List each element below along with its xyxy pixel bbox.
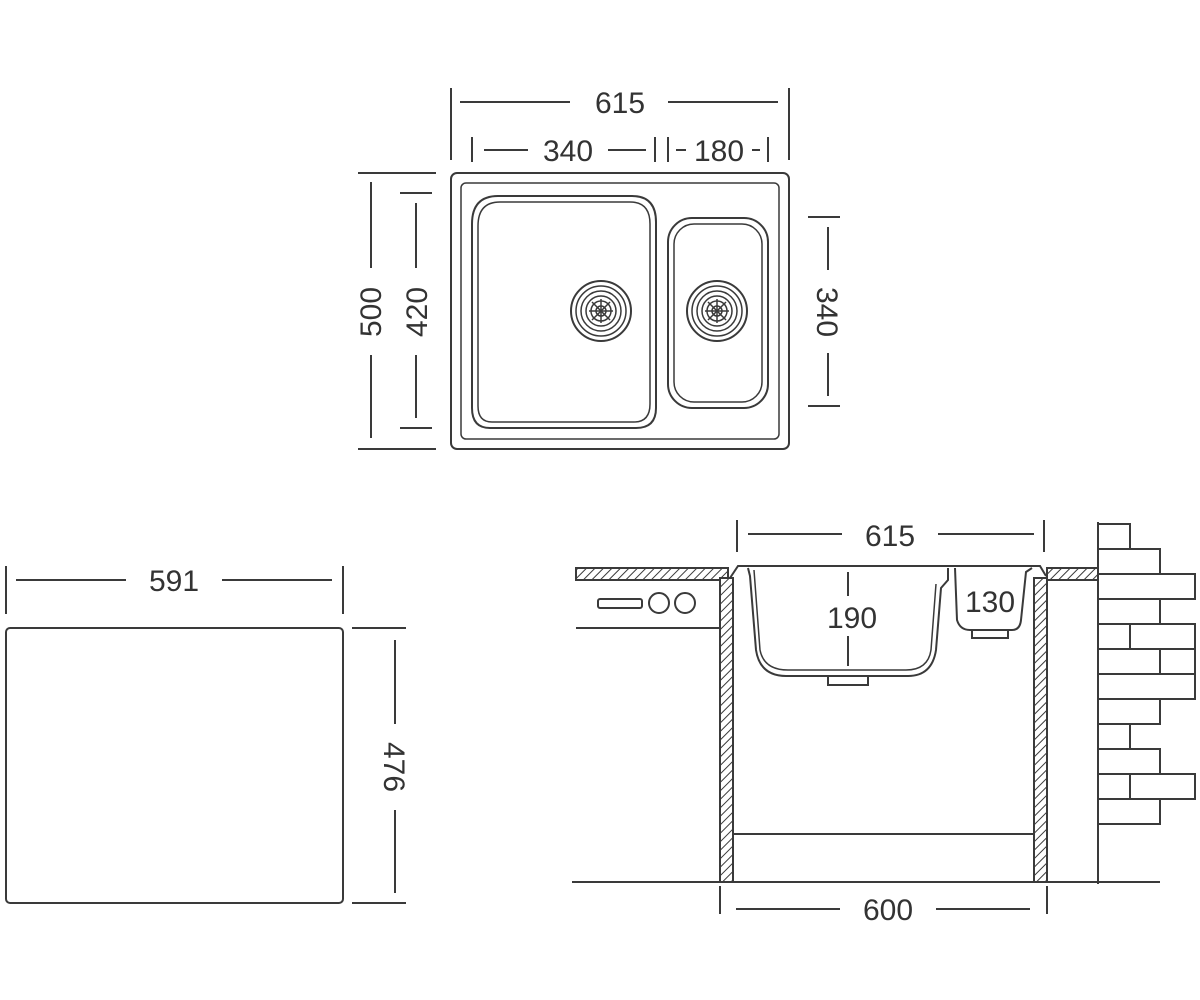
dimension-label-615-section: 615: [865, 520, 915, 553]
dimension-label-591: 591: [149, 565, 199, 598]
dimension-label-130: 130: [965, 586, 1015, 619]
cutout-rectangle: [5, 627, 344, 904]
knob-icon: [674, 592, 696, 614]
countertop-left: [575, 567, 729, 581]
dimension-small-bowl-depth: 340: [808, 216, 843, 407]
dimension-overall-width-top: 615: [450, 87, 790, 160]
dimension-label-476: 476: [377, 742, 410, 792]
dimension-label-600: 600: [863, 894, 913, 927]
knob-icon: [648, 592, 670, 614]
large-bowl: [471, 195, 657, 429]
dimension-label-500: 500: [355, 287, 388, 337]
large-bowl-waste-icon: [827, 675, 869, 686]
dimension-label-190: 190: [827, 602, 877, 635]
dimension-cabinet-width-600: 600: [719, 886, 1048, 927]
dimension-label-340-depth: 340: [810, 287, 843, 337]
sink-outer-rim: [450, 172, 790, 450]
small-bowl-inner: [673, 223, 763, 403]
dimension-cutout-depth: 476: [352, 627, 410, 904]
small-bowl-waste-icon: [971, 629, 1009, 639]
small-bowl-section: [954, 567, 1033, 631]
drawer-handle-icon: [597, 598, 643, 609]
large-bowl-inner: [477, 201, 651, 423]
large-bowl-section: [747, 567, 949, 677]
dimension-label-615-top: 615: [595, 87, 645, 120]
dimension-cutout-width: 591: [5, 565, 344, 614]
dimension-bowl-widths: 340 180: [471, 135, 769, 168]
dimension-overall-depth: 500: [355, 172, 436, 450]
sink-inner-rim: [460, 182, 780, 440]
dimension-large-bowl-depth-section: 190: [827, 572, 877, 666]
section-view: 615 190 130: [572, 520, 1196, 927]
sink-section: [729, 565, 1047, 686]
dimension-label-420: 420: [401, 287, 434, 337]
cabinet-wall-right: [1033, 577, 1048, 883]
top-view: 615 340 180 500: [355, 87, 843, 450]
dimension-small-bowl-depth-section: 130: [965, 586, 1015, 619]
dimension-section-width-615: 615: [736, 520, 1045, 553]
dimension-label-340-width: 340: [543, 135, 593, 168]
large-bowl-drain-icon: [570, 280, 632, 342]
small-bowl: [667, 217, 769, 409]
cutout-view: 591 476: [5, 565, 410, 904]
countertop-right: [1046, 567, 1099, 581]
small-bowl-drain-icon: [686, 280, 748, 342]
cabinet-wall-left: [719, 577, 734, 883]
brick-wall: [1097, 522, 1196, 884]
dimension-large-bowl-depth: 420: [400, 192, 434, 429]
dimension-label-180-width: 180: [694, 135, 744, 168]
